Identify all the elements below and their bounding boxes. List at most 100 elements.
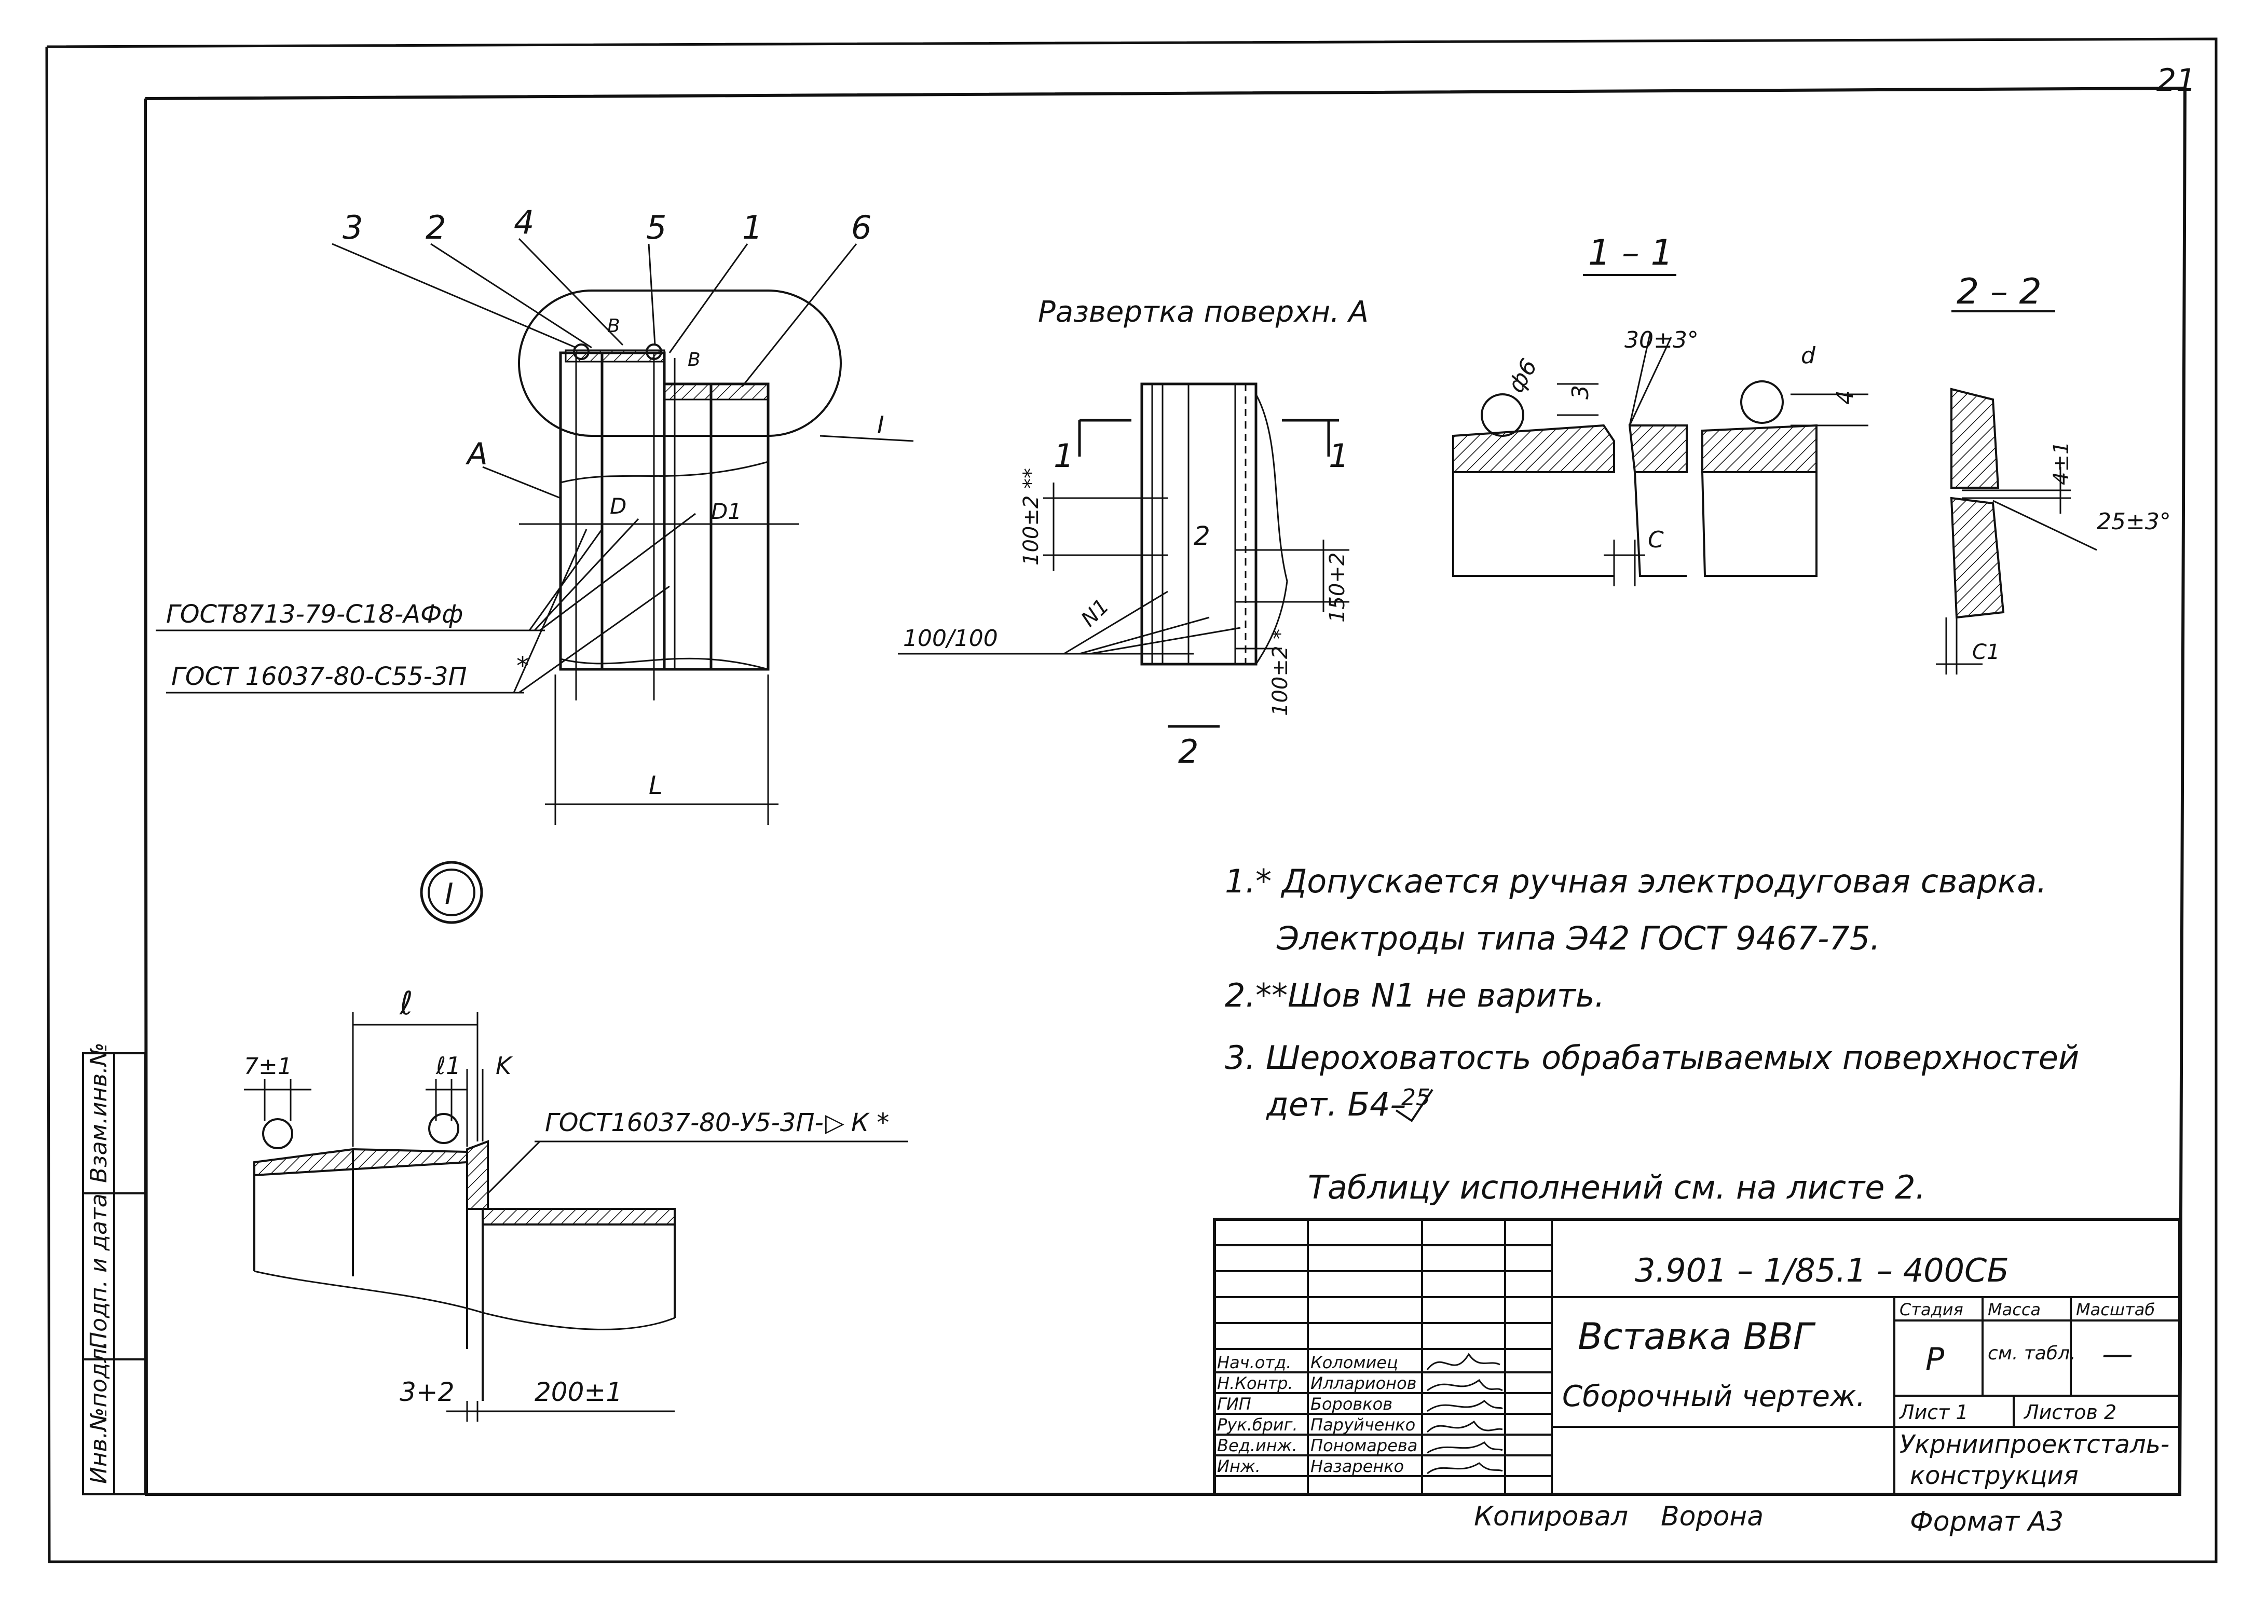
phi-6: ф6 [1502,354,1542,397]
label-b-left: B [607,315,620,337]
detail-ref: I [877,411,884,439]
section-1-1-title: 1 – 1 [1588,232,1673,273]
role-2: ГИП [1217,1394,1251,1414]
angle-30: 30±3° [1624,327,1699,353]
stage-value: Р [1925,1341,1945,1378]
callout-2: 2 [426,209,446,246]
side-stamp-inv: Инв.№подл. [86,1341,112,1484]
roles: Нач.отд. Н.Контр. ГИП Рук.бриг. Вед.инж.… [1217,1353,1298,1476]
angle-25: 25±3° [2097,508,2171,535]
mass-value: см. табл. [1988,1343,2076,1364]
dim-c1: C1 [1972,640,2000,664]
label-d1: D1 [711,499,742,524]
role-0: Нач.отд. [1217,1353,1291,1372]
sheet-corner-number: 21 [2156,62,2196,99]
callout-4: 4 [514,203,534,241]
name-0: Коломиец [1310,1353,1398,1372]
scale-value: — [2102,1336,2133,1372]
name-5: Назаренко [1310,1456,1404,1476]
outer-frame [45,37,2218,1563]
table-note: Таблицу исполнений см. на листе 2. [1308,1168,1925,1206]
weld-triangle: ▷ [825,1108,844,1137]
cut-2-top: 2 [1194,521,1210,551]
note-3: 3. Шероховатость обрабатываемых поверхно… [1225,1039,2079,1077]
label-b-right: B [688,349,701,370]
side-stamp-replace: Взам.инв.№ [86,1042,112,1183]
name-3: Паруйченко [1310,1415,1415,1435]
dim-4-1: 4±1 [2050,442,2073,485]
note-3-cont: дет. Б4– [1266,1085,1406,1123]
org-line-2: конструкция [1910,1461,2079,1490]
weld-spec-detail-k: К * [851,1108,889,1137]
doc-code: 3.901 – 1/85.1 – 400СБ [1635,1251,2009,1289]
cut-1-right: 1 [1329,437,1349,475]
dim-l: ℓ [399,984,413,1022]
section-2-2: 2 – 2 4±1 25±3° C1 [1936,271,2171,675]
dim-3: 3 [1567,385,1594,400]
dim-d: d [1801,342,1816,369]
main-callouts: 3 2 4 5 1 6 [343,203,871,246]
dim-l: L [649,771,663,800]
side-stamp: Инв.№подл. Подп. и дата Взам.инв.№ [82,1042,146,1495]
dim-k: K [496,1052,513,1080]
names: Коломиец Илларионов Боровков Паруйченко … [1310,1353,1417,1476]
dim-c: C [1648,527,1664,553]
section-2-2-title: 2 – 2 [1957,271,2042,312]
signatures [1426,1353,1504,1475]
callout-3: 3 [343,209,363,246]
sheet-number: Лист 1 [1898,1401,1969,1424]
label-a: A [465,436,488,472]
note-2: 2.**Шов N1 не варить. [1225,976,1605,1014]
label-d: D [610,493,626,519]
notes: 1.* Допускается ручная электродуговая св… [1225,862,2079,1206]
section-1-1: 1 – 1 ф6 3 30±3° d 4 C [1452,232,1868,586]
dim-100-bottom: 100±2 * [1268,629,1292,716]
cut-2-bottom: 2 [1178,733,1198,770]
development-title: Развертка поверхн. А [1038,295,1369,329]
callout-6: 6 [851,209,871,246]
detail-i-outline [518,290,842,437]
name-4: Пономарева [1310,1436,1417,1455]
scale-header: Масштаб [2076,1300,2155,1319]
role-4: Вед.инж. [1217,1436,1297,1455]
note-1: 1.* Допускается ручная электродуговая св… [1225,862,2047,900]
role-5: Инж. [1217,1456,1261,1476]
callout-1: 1 [742,209,762,246]
note-1-cont: Электроды типа Э42 ГОСТ 9467-75. [1276,919,1880,957]
mass-header: Масса [1988,1300,2041,1319]
weld-n1: N1 [1077,594,1114,631]
dim-3-plus-2: 3+2 [400,1377,455,1407]
copied-by: Копировал [1474,1501,1628,1532]
role-1: Н.Контр. [1217,1373,1293,1393]
stage-header: Стадия [1900,1300,1963,1319]
dim-100-top: 100±2 ** [1019,468,1043,566]
side-stamp-sign: Подп. и дата [86,1193,112,1349]
roughness-mark [1395,1089,1433,1122]
sheets-total: Листов 2 [2023,1401,2116,1424]
copier-name: Ворона [1661,1501,1764,1532]
weld-spec-2-mark: * [516,652,529,681]
org-line-1: Укрниипроектсталь- [1900,1430,2169,1459]
callout-5: 5 [646,209,666,246]
role-3: Рук.бриг. [1217,1415,1298,1435]
weld-spec-2: ГОСТ 16037-80-С55-3П [171,662,467,691]
format: Формат А3 [1910,1506,2064,1537]
development-view: Развертка поверхн. А 1 1 2 2 [898,295,1369,770]
detail-i: I ℓ ℓ1 [244,861,908,1422]
cut-1-left: 1 [1054,437,1074,475]
doc-name-1: Вставка ВВГ [1578,1315,1816,1358]
doc-name-2: Сборочный чертеж. [1562,1380,1865,1413]
roughness-value: 25 [1401,1084,1430,1111]
name-2: Боровков [1310,1394,1392,1414]
dim-4: 4 [1832,390,1859,405]
dim-150: 150+2 [1326,553,1349,623]
dim-l1: ℓ1 [435,1052,461,1080]
title-block: 3.901 – 1/85.1 – 400СБ Вставка ВВГ Сборо… [1213,1218,2181,1496]
weld-spec-detail: ГОСТ16037-80-У5-3П- [545,1108,824,1137]
name-1: Илларионов [1310,1373,1417,1393]
pitch-label: 100/100 [903,625,998,652]
dim-7: 7±1 [244,1053,292,1080]
detail-circle-label: I [445,877,454,911]
weld-spec-1: ГОСТ8713-79-С18-АФф [166,600,463,629]
